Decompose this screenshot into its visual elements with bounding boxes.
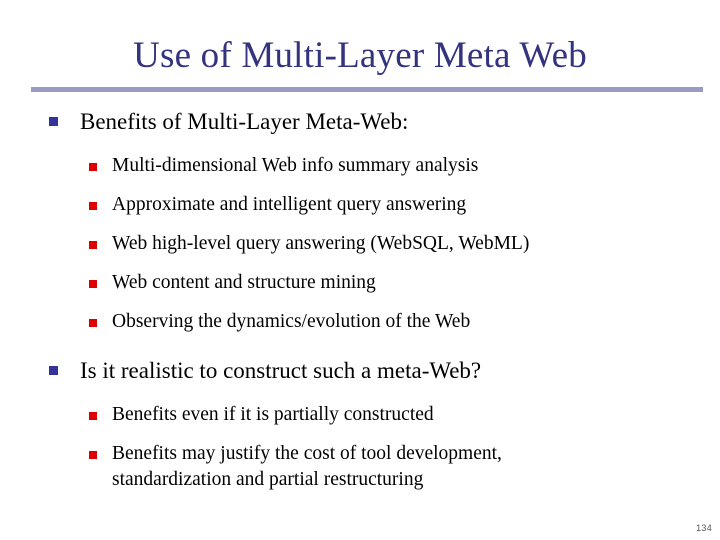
bullet-level2-label: Web content and structure mining [112, 272, 376, 293]
spacer [0, 181, 720, 192]
spacer [0, 388, 720, 402]
spacer [0, 139, 720, 153]
bullet-level2-multidimensional: Multi-dimensional Web info summary analy… [0, 153, 720, 181]
bullet-level2-content-structure-mining: Web content and structure mining [0, 270, 720, 298]
bullet-level1-label: Benefits of Multi-Layer Meta-Web: [80, 109, 409, 134]
bullet-level1-label: Is it realistic to construct such a meta… [80, 358, 482, 383]
square-bullet-icon [49, 117, 58, 126]
title-underline-rule [31, 87, 703, 92]
square-bullet-icon [89, 280, 97, 288]
spacer [0, 220, 720, 231]
bullet-level2-label: Observing the dynamics/evolution of the … [112, 311, 471, 332]
bullet-level2-label: Benefits even if it is partially constru… [112, 404, 434, 425]
bullet-level2-label: Approximate and intelligent query answer… [112, 194, 467, 215]
square-bullet-icon [89, 241, 97, 249]
bullet-level1-benefits: Benefits of Multi-Layer Meta-Web: [0, 106, 720, 137]
bullet-level2-approximate-query: Approximate and intelligent query answer… [0, 192, 720, 220]
square-bullet-icon [89, 319, 97, 327]
spacer [0, 298, 720, 309]
spacer [0, 430, 720, 441]
square-bullet-icon [89, 202, 97, 210]
slide-page-number: 134 [696, 523, 712, 533]
bullet-level2-observing-dynamics: Observing the dynamics/evolution of the … [0, 309, 720, 337]
bullet-level1-realistic-question: Is it realistic to construct such a meta… [0, 355, 720, 386]
bullet-level2-justify-cost: Benefits may justify the cost of tool de… [0, 441, 720, 493]
bullet-level2-label: Web high-level query answering (WebSQL, … [112, 233, 530, 254]
slide-body: Benefits of Multi-Layer Meta-Web: Multi-… [0, 106, 720, 493]
square-bullet-icon [89, 412, 97, 420]
bullet-level2-label: Multi-dimensional Web info summary analy… [112, 155, 479, 176]
square-bullet-icon [89, 163, 97, 171]
spacer [0, 259, 720, 270]
bullet-level2-high-level-query: Web high-level query answering (WebSQL, … [0, 231, 720, 259]
bullet-level2-label: Benefits may justify the cost of tool de… [112, 443, 502, 490]
square-bullet-icon [89, 451, 97, 459]
spacer [0, 337, 720, 355]
slide-title-block: Use of Multi-Layer Meta Web [0, 34, 720, 78]
square-bullet-icon [49, 366, 58, 375]
bullet-level2-partially-constructed: Benefits even if it is partially constru… [0, 402, 720, 430]
page-title: Use of Multi-Layer Meta Web [133, 35, 587, 76]
